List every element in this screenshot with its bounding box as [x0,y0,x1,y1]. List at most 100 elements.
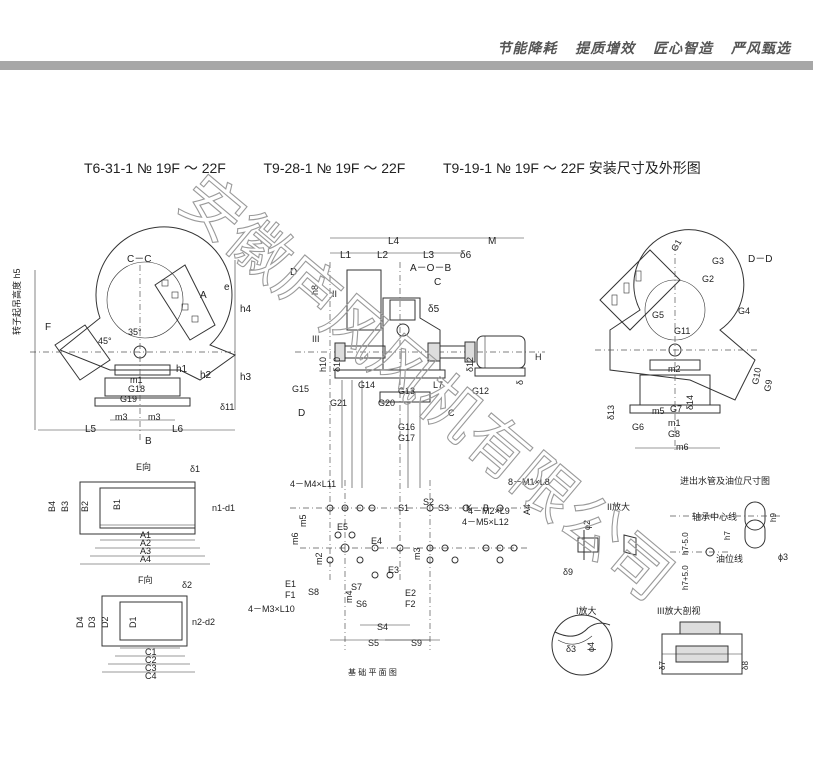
f-flange-outer [101,595,188,647]
cc-bolt-3 [181,303,189,311]
watermark: 安徽庐风风机有限公司 [165,161,687,615]
front-g14: G14 [358,380,375,390]
e-a2: A2 [140,538,151,548]
fp-bolt-16 [441,544,449,552]
cc-l6: L6 [172,424,184,435]
e-b2: B2 [80,501,90,512]
dd-g5: G5 [652,310,664,320]
front-g21: G21 [330,398,347,408]
detail-pipe: 进出水管及油位尺寸图 轴承中心线 油位线 h7-5.0 h7+5.0 h7 h9… [670,475,788,590]
dd-g3: G3 [712,256,724,266]
pipe-h7: h7 [723,531,732,540]
cc-foot [94,397,191,407]
cc-housing-outline [59,226,237,381]
dd-g7: G7 [670,404,682,414]
f-n2d2: n2-d2 [192,617,215,627]
dd-bearing-base [649,359,701,371]
view-dd: D－D G1 G2 G3 G4 G5 G11 m2 G10 G9 G7 m5 δ… [595,229,774,452]
fp-s5: S5 [368,638,379,648]
fp-bolt-4 [368,504,376,512]
fp-bolt-3 [356,504,364,512]
dd-m1: m1 [668,418,681,428]
front-d12: δ12 [465,357,475,372]
cc-g18: G18 [128,384,145,394]
dd-bolt-2 [623,282,630,294]
e-a4: A4 [140,554,151,564]
slogan-4: 严风甄选 [731,41,791,57]
cc-f: F [45,322,51,333]
cc-l5: L5 [85,424,97,435]
view-cc-title: C－C [127,254,151,265]
front-h10: h10 [318,357,328,372]
fp-s3: S3 [438,503,449,513]
fp-f2: F2 [405,599,416,609]
i-d3: δ3 [566,644,576,654]
fp-s9: S9 [411,638,422,648]
detail-i-title: I放大 [576,605,597,616]
front-l4: L4 [388,236,400,247]
f-d2b: D2 [100,616,110,628]
fp-bolt-23 [371,571,379,579]
fp-a4: A4 [522,504,532,515]
front-d2: D [298,408,305,419]
slogan-3: 匠心智造 [653,41,714,57]
f-d4: D4 [75,616,85,628]
dd-m6: m6 [676,442,689,452]
view-front: L4 M L1 L2 L3 δ6 A－O－B C δ5 D h8 II III [290,236,545,580]
detail-pipe-title: 进出水管及油位尺寸图 [680,475,770,486]
dd-d14: δ14 [685,395,695,410]
dd-g8: G8 [668,429,680,439]
cc-g19: G19 [120,394,137,404]
detail-ii-title: II放大 [607,501,630,512]
title-part-2: T9-28-1 № 19F ～ 22F [263,160,406,176]
dd-g6: G6 [632,422,644,432]
f-c1: C1 [145,647,157,657]
dd-m2: m2 [668,364,681,374]
fp-bolt-2 [341,504,349,512]
fp-k: K [466,503,472,513]
foundation-plan: 4－M4×L11 8－M1×L8 4－M2×L9 4－M5×L12 4－M3×L… [248,477,550,677]
fp-bolt-14 [396,544,404,552]
fp-bolt-24 [386,571,394,579]
fp-e3: E3 [388,565,399,575]
dd-housing-outline [609,229,756,401]
cc-m1: m1 [130,375,143,385]
cc-h1: h1 [176,364,188,375]
front-l2: L2 [377,250,389,261]
e-flange-outer [79,481,196,535]
fp-s1: S1 [398,503,409,513]
fp-s8: S8 [308,587,319,597]
dd-g11: G11 [674,326,690,336]
cc-impeller-circle [106,261,184,339]
fp-e1: E1 [285,579,296,589]
fp-m6: m6 [290,532,300,545]
title-part-3: T9-19-1 № 19F ～ 22F 安装尺寸及外形图 [443,160,701,176]
fp-bolt-17 [426,556,434,564]
cc-inlet-duct [54,324,111,381]
dd-g9: G9 [762,379,774,393]
cc-bolt-2 [171,291,179,299]
dd-m5: m5 [652,406,665,416]
fp-m1l8: 8－M1×L8 [508,477,550,487]
f-flange-inner [119,601,183,641]
cc-h3: h3 [240,372,252,383]
fp-bolt-11 [326,556,334,564]
cc-e: e [224,282,230,293]
fp-bolt-9 [348,531,356,539]
i-curve [554,622,611,637]
f-c2: C2 [145,655,157,665]
front-h: H [535,352,542,362]
fp-bolt-1 [326,504,334,512]
e-a1: A1 [140,530,151,540]
dd-outlet [599,249,681,331]
front-h8: h8 [310,285,320,295]
fp-e4: E4 [371,536,382,546]
f-c3: C3 [145,663,157,673]
cc-h2: h2 [200,370,212,381]
pipe-flange-bottom [744,519,766,549]
front-d6: δ6 [460,250,472,261]
detail-iii: III放大剖视 δ7 δ8 [657,605,750,675]
pipe-flange-top [744,501,766,531]
fp-s4: S4 [377,622,388,632]
